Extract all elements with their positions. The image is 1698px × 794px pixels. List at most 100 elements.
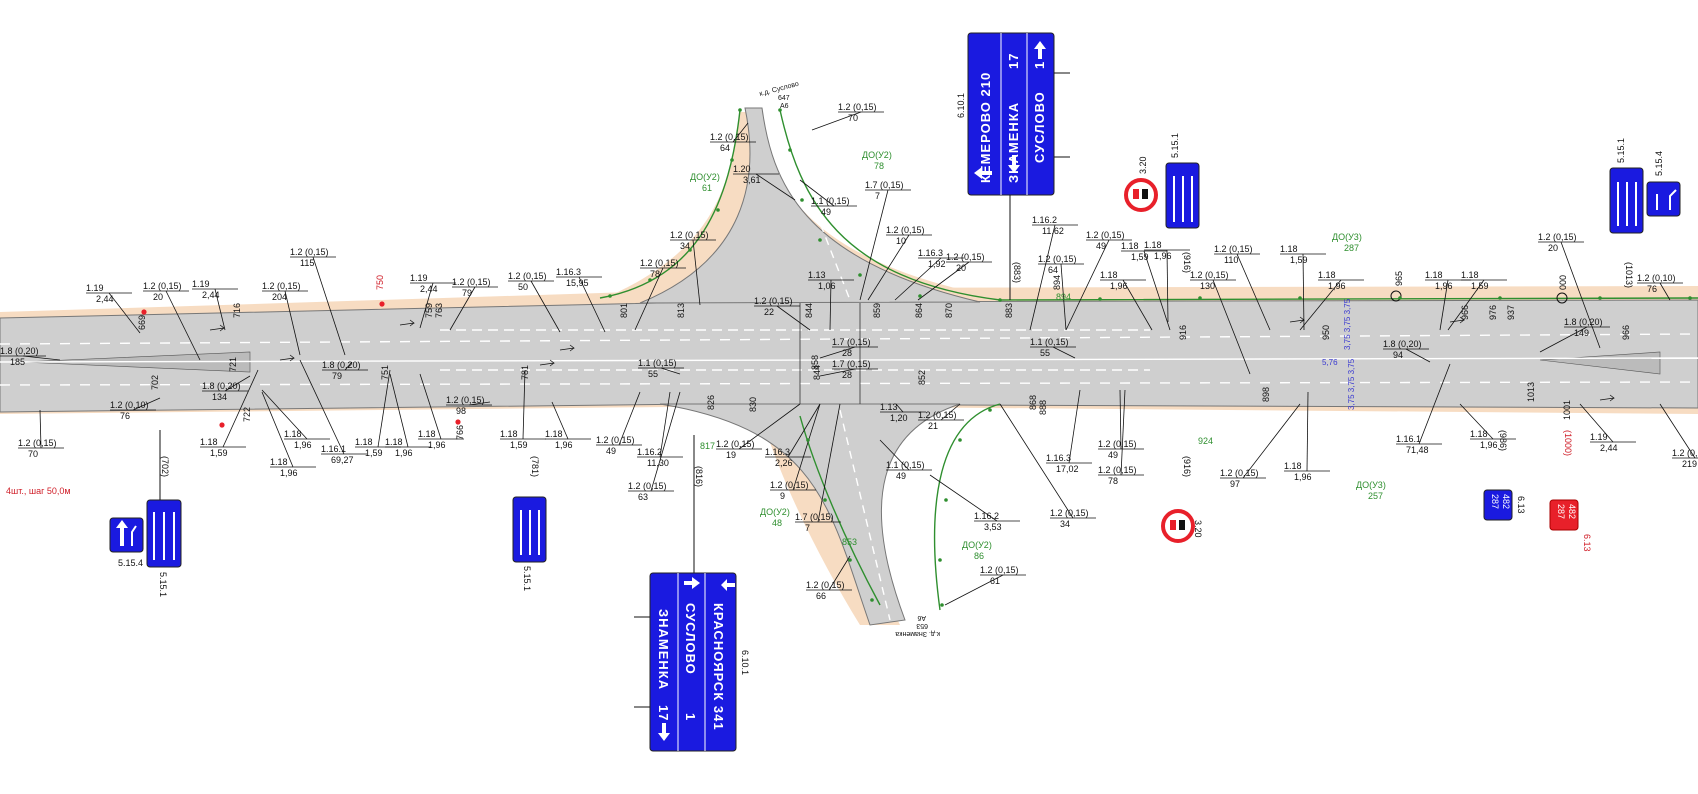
marking-length: 2,44 (96, 294, 114, 304)
marking-label: 1.2 (0,15)66 (806, 555, 852, 601)
marking-code: 1.2 (0,15) (754, 296, 793, 306)
marking-length: 3,53 (984, 522, 1002, 532)
marking-code: 1.2 (0,10) (1637, 273, 1676, 283)
sign-text-suslovo-km: 1 (1032, 61, 1047, 69)
marking-length: 78 (650, 269, 660, 279)
marking-length: 11,62 (1042, 226, 1064, 236)
picket-number: 870 (944, 303, 954, 318)
leader-line (222, 369, 259, 448)
post-code: (883) (1012, 262, 1022, 283)
picket-number: 826 (706, 395, 716, 410)
green-label: ДО(У2) (862, 150, 892, 160)
marking-length: 49 (821, 207, 831, 217)
marking-label: 1.16.211,62 (1029, 215, 1078, 331)
marking-length: 149 (1574, 328, 1589, 338)
green-label-value: 61 (702, 183, 712, 193)
marking-length: 2,44 (1600, 443, 1618, 453)
marking-length: 1,96 (1154, 251, 1172, 261)
leader-line (776, 305, 811, 331)
marking-code: 1.18 (500, 429, 518, 439)
marking-label: 1.2 (0,15)63 (628, 391, 681, 502)
leader-line (1212, 279, 1251, 375)
marking-label: 1.2 (0,10)76 (1637, 273, 1683, 301)
sign-text-krasnoyarsk: КРАСНОЯРСК 341 (711, 603, 726, 731)
marking-code: 1.16.3 (765, 447, 790, 457)
sign-text-suslovo-b: СУСЛОВО (683, 603, 698, 675)
marking-length: 7 (875, 191, 880, 201)
route-code-red: 6.13 (1582, 534, 1592, 552)
marking-code: 1.19 (86, 283, 104, 293)
marking-code: 1.18 (1470, 429, 1488, 439)
arrow-left-icon-b (684, 577, 700, 589)
symbol-000: 000 (1558, 275, 1568, 290)
leader-line (39, 409, 42, 449)
leader-line (132, 397, 161, 411)
marking-label: 1.2 (0,15)61 (944, 565, 1026, 606)
leader-line (1068, 389, 1081, 464)
marking-length: 134 (212, 392, 227, 402)
post-code: (916) (1182, 456, 1192, 477)
marking-length: 2,44 (202, 290, 220, 300)
marking-code: 1.16.2 (1032, 215, 1057, 225)
sign-code-5-15-4: 5.15.4 (118, 558, 143, 568)
marking-label: 1.16.317,02 (1046, 389, 1092, 474)
leader-line (1659, 282, 1671, 301)
red-annotation: 4шт., шаг 50,0м (6, 486, 71, 496)
marking-length: 55 (648, 369, 658, 379)
curb-dot (1398, 296, 1402, 300)
curb-dot (1598, 296, 1602, 300)
sign-code-3-20-b: 3.20 (1193, 520, 1203, 538)
marking-label: 1.131,06 (808, 270, 854, 331)
marking-length: 110 (1224, 255, 1238, 265)
marking-length: 11,30 (647, 458, 669, 468)
marking-label: 1.203,61 (733, 164, 796, 201)
marking-code: 1.16.3 (556, 267, 581, 277)
marking-length: 55 (1040, 348, 1050, 358)
marking-label: 1.2 (0,15)34 (670, 230, 716, 306)
marking-code: 1.18 (1121, 241, 1139, 251)
marking-label: 1.181,96 (418, 373, 464, 450)
green-label-value: 86 (974, 551, 984, 561)
curb-dot (806, 438, 810, 442)
marking-label: 1.2 (0,15)50 (508, 271, 561, 333)
leader-line (819, 346, 856, 359)
lane-arrow-icon (1449, 316, 1465, 324)
leader-line (1659, 403, 1696, 459)
marking-length: 49 (896, 471, 906, 481)
marking-label: 1.192,44 (192, 279, 238, 331)
marking-length: 1,59 (210, 448, 228, 458)
red-dot (141, 309, 147, 315)
marking-code: 1.2 (0,15) (143, 281, 182, 291)
marking-code: 1.18 (284, 429, 302, 439)
green-label: ДО(У2) (690, 172, 720, 182)
marking-label: 1.2 (0,15)115 (290, 247, 346, 356)
leader-line (1120, 389, 1126, 476)
marking-label: 1.181,59 (1280, 244, 1326, 331)
marking-length: 219 (1682, 459, 1697, 469)
picket-number: 763 (434, 303, 444, 318)
marking-code: 1.1 (0,15) (811, 196, 850, 206)
marking-label: 1.181,96 (1100, 270, 1153, 331)
marking-length: 50 (518, 282, 528, 292)
marking-label: 1.2 (0,15)70 (811, 102, 884, 131)
curb-dot (738, 108, 742, 112)
marking-label: 1.2 (0,15)204 (262, 281, 308, 356)
lane-arrow-icon (1289, 316, 1305, 324)
town-km-top: 647 (778, 95, 790, 102)
marking-code: 1.16.2 (637, 447, 662, 457)
blue-dim-3: 3,75 3,75 3,75 (1347, 358, 1356, 410)
lane-sign-5-15-1-right: 5.15.1 (1165, 133, 1200, 229)
marking-code: 1.2 (0,15) (640, 258, 679, 268)
marking-code: 1.2 (0,15) (596, 435, 635, 445)
arrow-right-icon (721, 579, 735, 591)
marking-length: 1,59 (510, 440, 528, 450)
curb-dot (800, 198, 804, 202)
sign-text-suslovo: СУСЛОВО (1032, 91, 1047, 163)
marking-length: 3,61 (743, 175, 761, 185)
curb-dot (848, 558, 852, 562)
route-km-top-red: 287 (1556, 504, 1566, 519)
marking-length: 130 (1200, 281, 1215, 291)
marking-label: 1.2 (0,15)10 (867, 225, 932, 301)
green-label-value: 257 (1368, 491, 1383, 501)
